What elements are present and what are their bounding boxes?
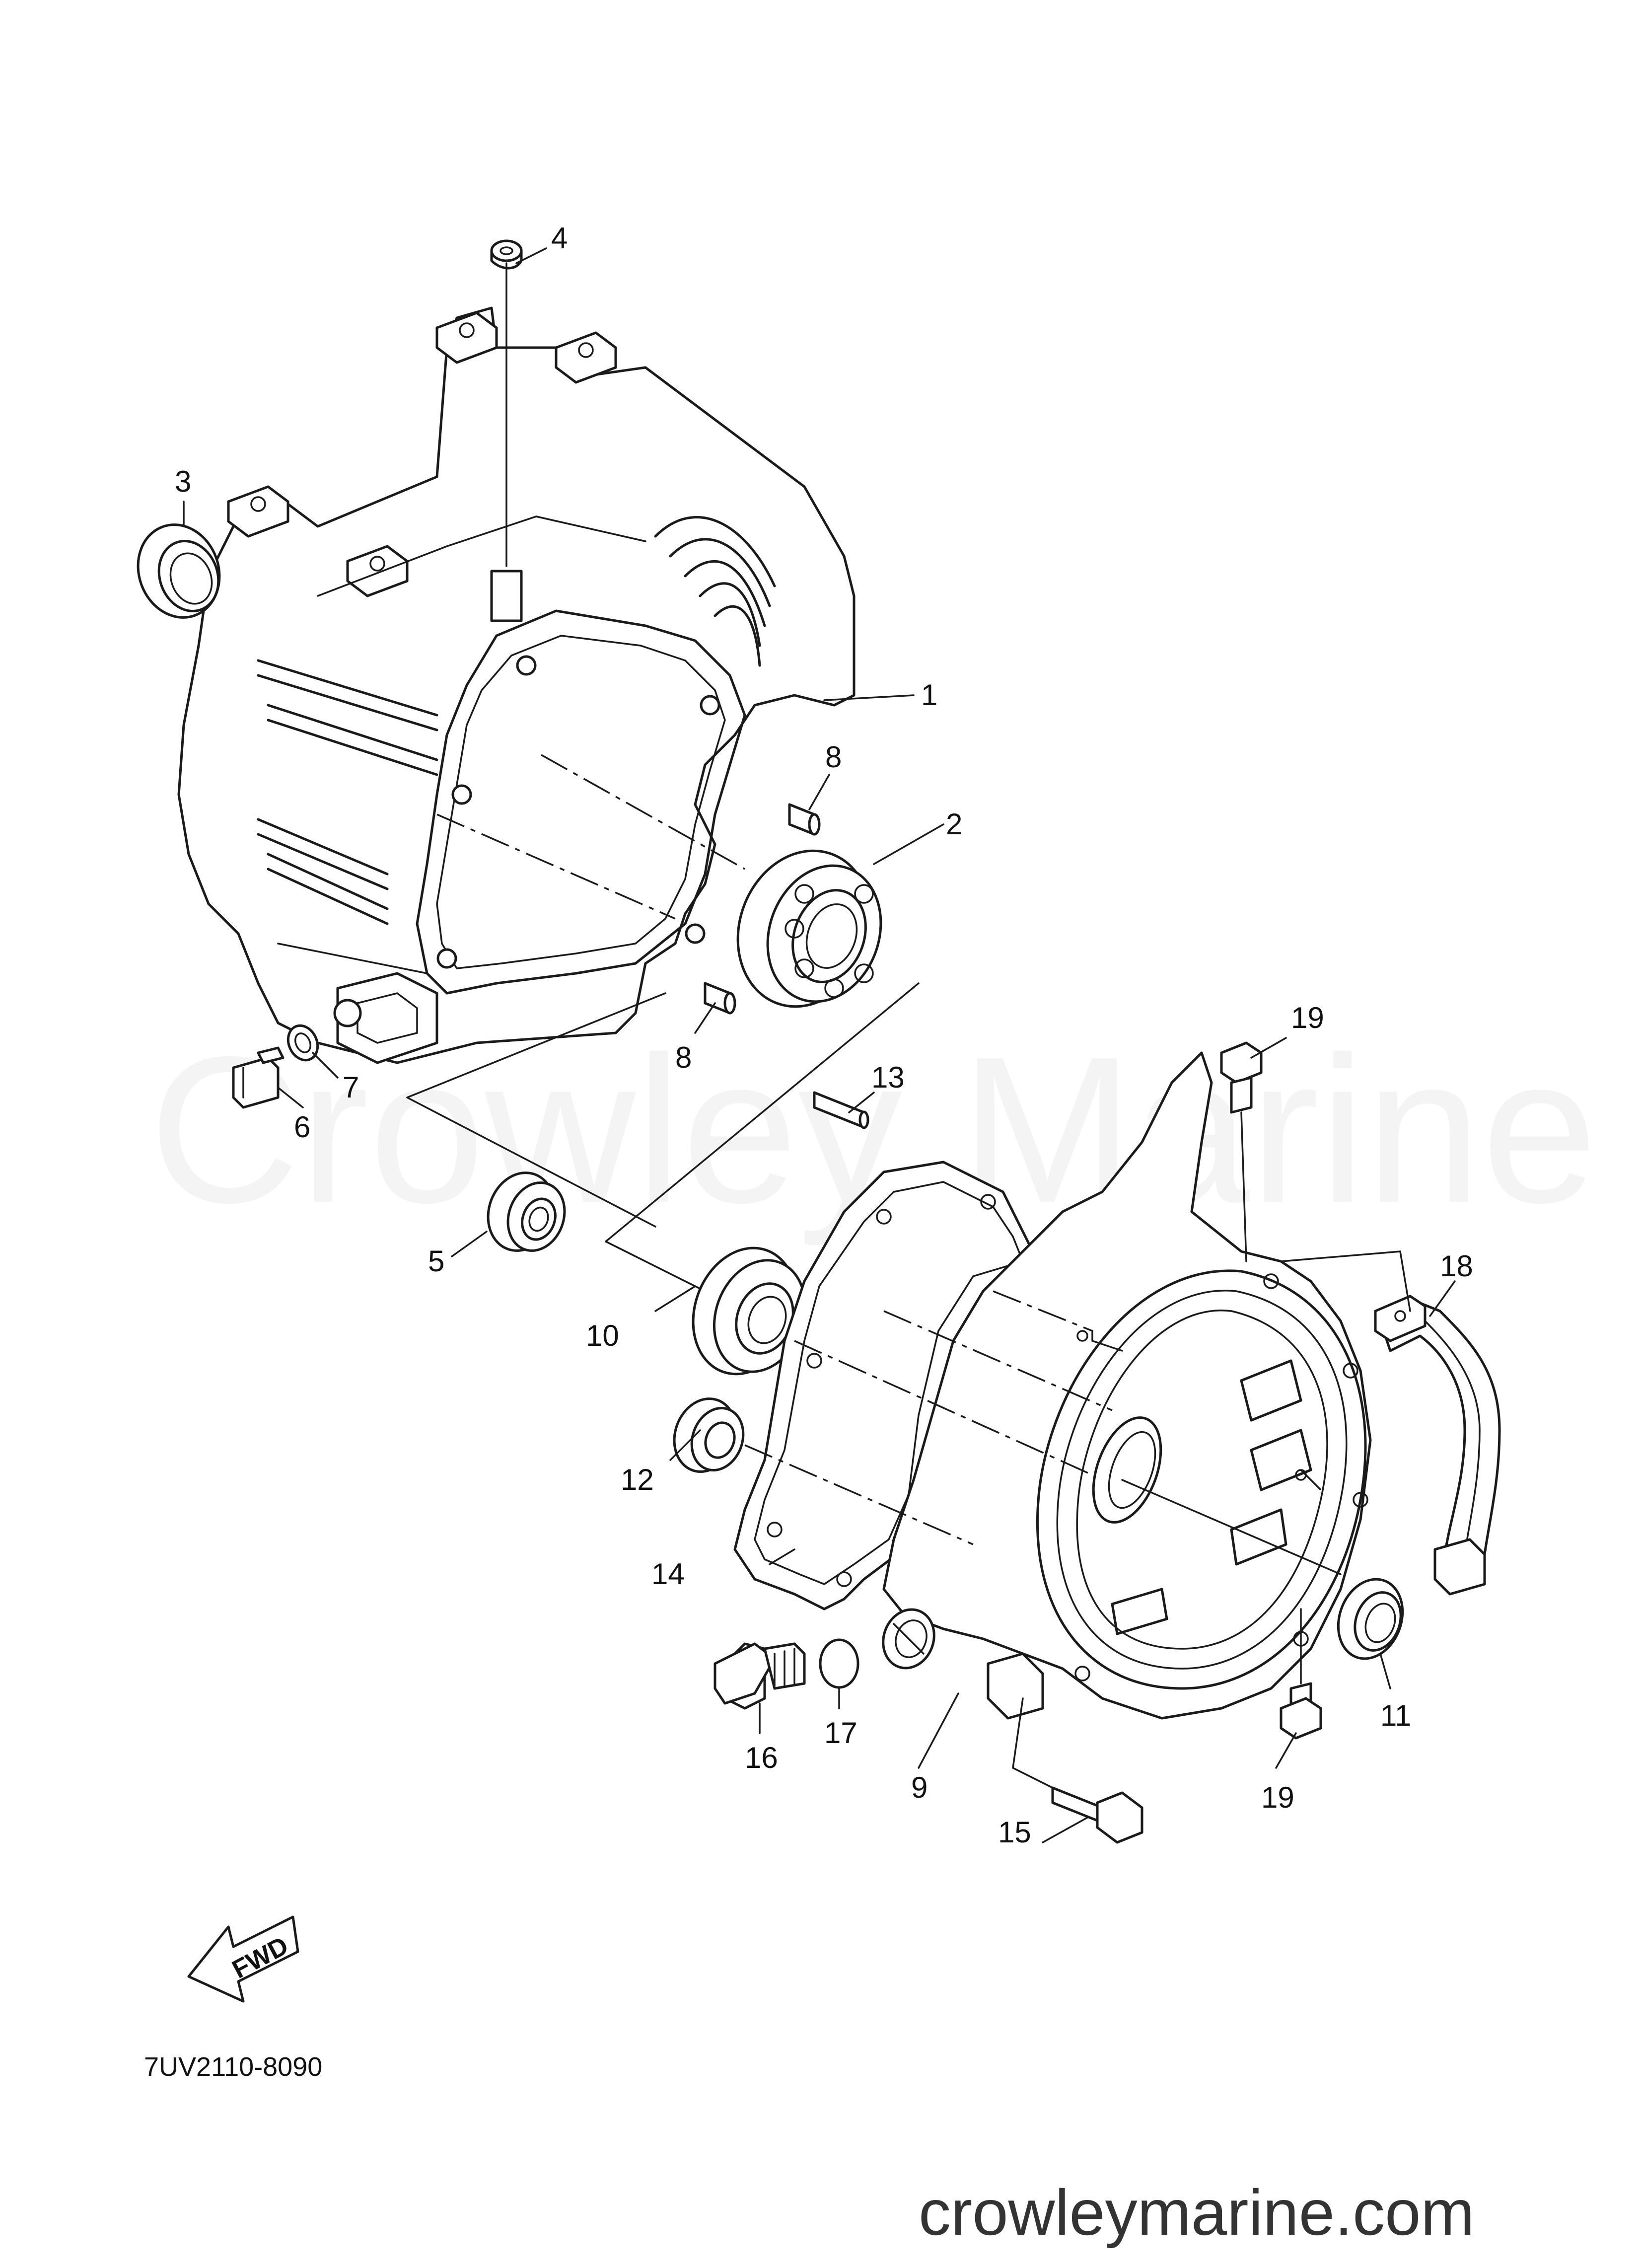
callout-9: 9 [911, 1771, 928, 1804]
bolt-flange[interactable] [1051, 1786, 1143, 1844]
callout-13: 13 [871, 1061, 905, 1094]
assembly-line-left [406, 1097, 656, 1228]
callout-15: 15 [998, 1816, 1031, 1849]
centerline-seal [1121, 1479, 1342, 1575]
centerline-lower-c [883, 1310, 1113, 1411]
centerline-lower-b [744, 1444, 974, 1545]
bearing-small-lower[interactable] [664, 1390, 752, 1480]
centerline-upper-a [541, 754, 745, 870]
callout-19-bottom: 19 [1261, 1781, 1294, 1814]
assembly-line-bracket [1280, 1250, 1411, 1312]
callout-6: 6 [294, 1110, 310, 1144]
crankcase-boss [490, 570, 523, 622]
callout-3: 3 [175, 465, 191, 498]
callout-19-top: 19 [1291, 1001, 1324, 1034]
assembly-line-right [605, 982, 920, 1243]
callout-18: 18 [1440, 1249, 1473, 1283]
callout-8-lower: 8 [675, 1041, 692, 1074]
washer-drain[interactable] [283, 1021, 323, 1065]
dowel-pin-lower[interactable] [704, 982, 736, 1015]
assembly-line-upper [406, 992, 666, 1098]
bracket-clamp[interactable] [1374, 1295, 1501, 1596]
callout-17: 17 [824, 1716, 857, 1750]
washer-top[interactable] [490, 239, 523, 270]
centerline-upper-b [436, 813, 676, 920]
callout-16: 16 [745, 1741, 778, 1774]
crankcase-lower[interactable] [875, 1051, 1372, 1720]
drain-plug[interactable] [714, 1642, 806, 1710]
forward-direction-arrow: FWD [187, 1915, 299, 2003]
callout-1: 1 [921, 678, 937, 712]
callout-12: 12 [621, 1463, 654, 1496]
bolt-bottom-right[interactable] [1280, 1682, 1322, 1740]
callout-10: 10 [586, 1319, 619, 1352]
assembly-line-bolt-15 [1012, 1697, 1054, 1789]
site-url[interactable]: crowleymarine.com [919, 2176, 1475, 2249]
callout-11: 11 [1380, 1699, 1411, 1732]
callout-8-upper: 8 [825, 740, 842, 774]
bearing-small-upper[interactable] [478, 1164, 574, 1260]
dowel-pin-upper[interactable] [788, 803, 821, 836]
callout-5: 5 [428, 1244, 444, 1278]
leader-19-top-axis [1240, 1111, 1247, 1262]
callout-7: 7 [343, 1071, 359, 1104]
callout-4: 4 [551, 221, 568, 255]
callout-2: 2 [946, 807, 962, 841]
oil-seal-upper[interactable] [125, 513, 232, 629]
bolt-drain[interactable] [232, 1046, 285, 1109]
oil-seal-lower[interactable] [1328, 1570, 1414, 1668]
centerline-lower-a [794, 1340, 1093, 1476]
o-ring[interactable] [819, 1638, 859, 1689]
bearing-large-upper[interactable] [716, 832, 899, 1025]
callout-numbers: 1 2 3 4 5 6 7 8 8 9 10 11 12 13 14 15 16… [175, 221, 1473, 1849]
gasket-crankcase[interactable] [733, 1161, 1044, 1610]
crankcase-upper[interactable] [177, 306, 856, 1064]
callout-leaders [183, 247, 1456, 1843]
diagram-part-number: 7UV2110-8090 [144, 2052, 322, 2082]
bolt-top-right[interactable] [1220, 1041, 1263, 1114]
dowel-pin-long[interactable] [813, 1091, 869, 1129]
callout-14: 14 [651, 1557, 685, 1591]
